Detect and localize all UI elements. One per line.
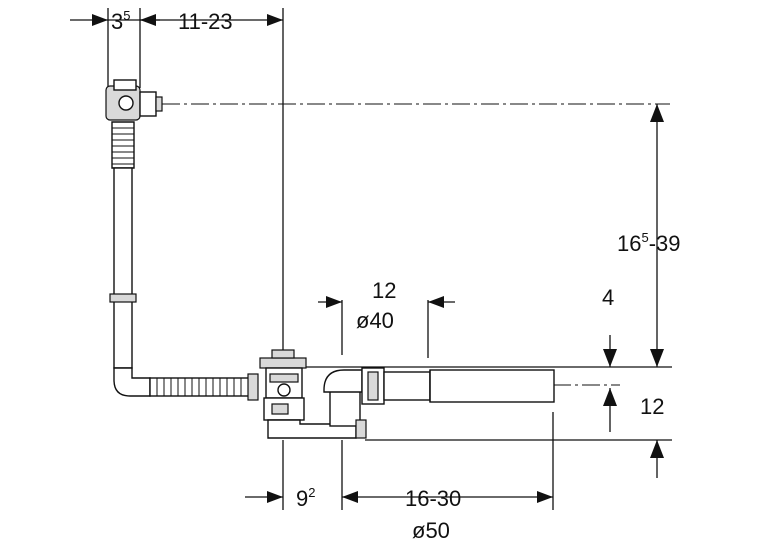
arrow-top-offset-left [92, 14, 108, 26]
arrow-bottom-offset-left [267, 491, 283, 503]
dim-outlet-diameter: ø50 [412, 518, 450, 543]
arrow-height-bottom [650, 349, 664, 367]
dim-height-range: 165-39 [617, 230, 681, 256]
dim-outlet-span: 16-30 [405, 486, 461, 511]
dim-top-span: 11-23 [178, 9, 233, 34]
drain-body [259, 357, 307, 421]
outlet-coupling [361, 367, 385, 405]
arrow-pipe-right [428, 296, 444, 308]
dim-rim-offset: 4 [602, 285, 614, 310]
overflow-head [105, 79, 163, 121]
dim-pipe-diameter: ø40 [356, 308, 394, 333]
arrow-outlet-bottom [650, 440, 664, 458]
arrow-top-span-right [267, 14, 283, 26]
outlet-pipe [383, 369, 555, 403]
drain-plug [271, 349, 295, 359]
trap-siphon [267, 369, 367, 439]
dim-bottom-offset: 92 [296, 485, 315, 511]
dim-top-offset: 35 [111, 8, 130, 34]
dim-outlet-height: 12 [640, 394, 664, 419]
arrow-outlet-span-right [537, 491, 553, 503]
horizontal-flex-hose [149, 373, 259, 401]
overflow-flex-hose [111, 121, 135, 169]
arrow-rim-offset [603, 349, 617, 367]
overflow-elbow [113, 367, 151, 397]
arrow-pipe-left [326, 296, 342, 308]
dim-pipe-length: 12 [372, 278, 396, 303]
arrow-height-top [650, 104, 664, 122]
overflow-vertical-pipe [109, 167, 137, 369]
arrow-outlet-height [603, 388, 617, 406]
